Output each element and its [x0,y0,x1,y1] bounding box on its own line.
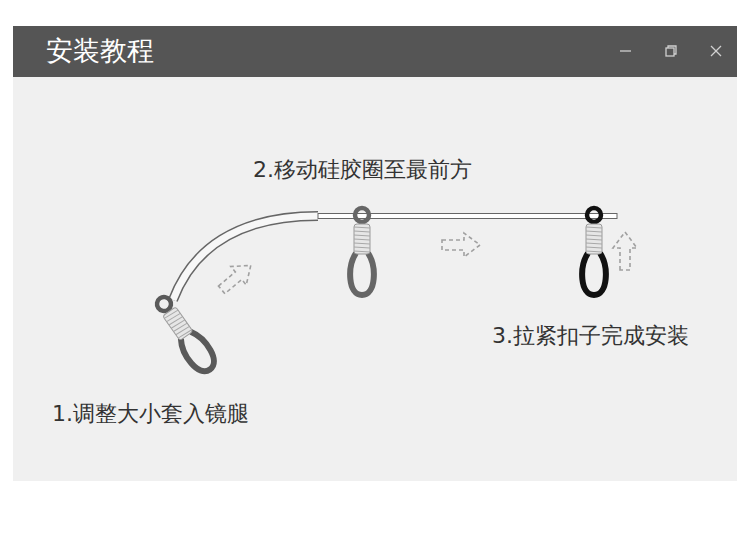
silicone-loops [150,208,606,376]
window-title: 安装教程 [46,35,154,67]
silicone-loop [350,208,374,295]
step-label: 1.调整大小套入镜腿 [50,400,251,428]
window-panel [13,26,737,481]
dashed-arrows [214,232,637,299]
silicone-loop [582,208,606,295]
silicone-loop [150,291,219,376]
glasses-temple [173,214,617,301]
step-label: 2.移动硅胶圈至最前方 [251,156,474,184]
window-controls [620,46,721,56]
title-bar [13,26,737,77]
step-label: 3.拉紧扣子完成安装 [490,322,691,350]
